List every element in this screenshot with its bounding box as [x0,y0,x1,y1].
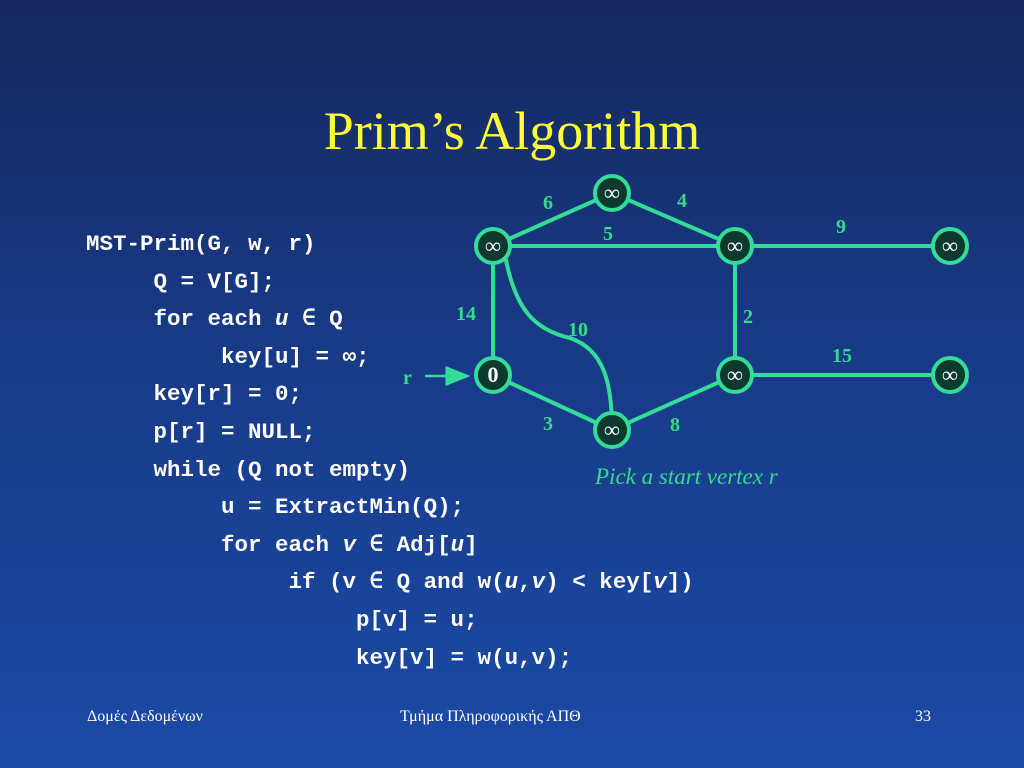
code-line: while (Q not empty) [86,452,694,490]
code-token: MST-Prim(G, w, r) [86,231,316,257]
node-label-top: ∞ [604,180,620,205]
edge-weight-root-bottom: 3 [543,413,553,435]
node-label-root: 0 [488,362,499,387]
node-root [474,356,512,394]
code-line: MST-Prim(G, w, r) [86,226,694,264]
node-right-low [931,356,969,394]
code-line: key[v] = w(u,v); [86,640,694,678]
code-token: v [653,569,667,596]
code-line: p[v] = u; [86,602,694,640]
footer-department: Τμήμα Πληροφορικής ΑΠΘ [400,708,581,725]
node-label-bottom: ∞ [604,417,620,442]
root-pointer-label: r [403,367,412,389]
diagram-caption: Pick a start vertex r [595,464,778,489]
code-token: key[u] = ∞; [221,343,370,370]
code-token: ) < key[ [545,569,654,596]
code-line: for each u ∈ Q [86,301,694,339]
edge-weight-midlow-rightlow: 15 [832,345,852,367]
edge-weight-bottom-midlow: 8 [670,414,680,436]
edge-bottom-midlow [611,373,736,432]
node-label-right-top: ∞ [942,233,958,258]
node-label-mid: ∞ [727,233,743,258]
code-line: if (v ∈ Q and w(u,v) < key[v]) [86,564,694,602]
code-token: for each [153,306,276,333]
code-token: while (Q not empty) [153,456,411,483]
code-token: Q = V[G]; [153,268,276,295]
code-line: key[r] = 0; [86,376,694,414]
node-label-right-low: ∞ [942,362,958,387]
code-line: key[u] = ∞; [86,339,694,377]
node-mid [716,227,754,265]
code-line: Q = V[G]; [86,264,694,302]
edge-left-bottom [503,254,614,431]
code-token: ∈ Adj[ [356,531,451,558]
edge-weight-mid-righttop: 9 [836,216,846,238]
edge-weight-top-mid: 4 [677,190,687,212]
pseudocode-block: MST-Prim(G, w, r) Q = V[G]; for each u ∈… [86,226,694,677]
code-token: ]) [666,569,694,596]
code-line: for each v ∈ Adj[u] [86,527,694,565]
code-token: if (v ∈ Q and w( [288,569,505,596]
node-top [593,174,631,212]
code-token: ] [464,531,478,558]
edge-weight-top-left: 6 [543,192,553,214]
edge-top-left [492,191,613,248]
node-mid-low [716,356,754,394]
code-line: p[r] = NULL; [86,414,694,452]
node-label-left: ∞ [485,233,501,258]
code-token: p[r] = NULL; [153,418,316,445]
code-token: , [518,569,532,596]
code-token: ∈ Q [288,306,343,333]
code-token: u [504,569,519,596]
edge-weight-left-bottom: 10 [568,319,588,341]
code-token: u = ExtractMin(Q); [221,494,465,521]
edge-weight-left-mid: 5 [603,223,613,245]
node-bottom [593,411,631,449]
edge-weight-mid-midlow: 2 [743,306,753,328]
code-token: u [275,306,289,333]
code-token: key[v] = w(u,v); [356,644,573,671]
node-right-top [931,227,969,265]
code-line: u = ExtractMin(Q); [86,489,694,527]
code-token: u [450,531,465,558]
node-label-mid-low: ∞ [727,362,743,387]
node-left [474,227,512,265]
code-token: for each [221,531,343,558]
code-token: v [531,569,546,596]
footer-course-name: Δομές Δεδομένων [87,708,203,725]
code-token: v [342,531,357,558]
footer-page-number: 33 [915,708,931,725]
edge-root-bottom [492,373,613,432]
slide-title: Prim’s Algorithm [323,101,701,161]
code-token: key[r] = 0; [153,381,303,408]
edge-top-mid [611,191,736,248]
edge-weight-left-root: 14 [456,303,476,325]
code-token: p[v] = u; [356,606,478,633]
